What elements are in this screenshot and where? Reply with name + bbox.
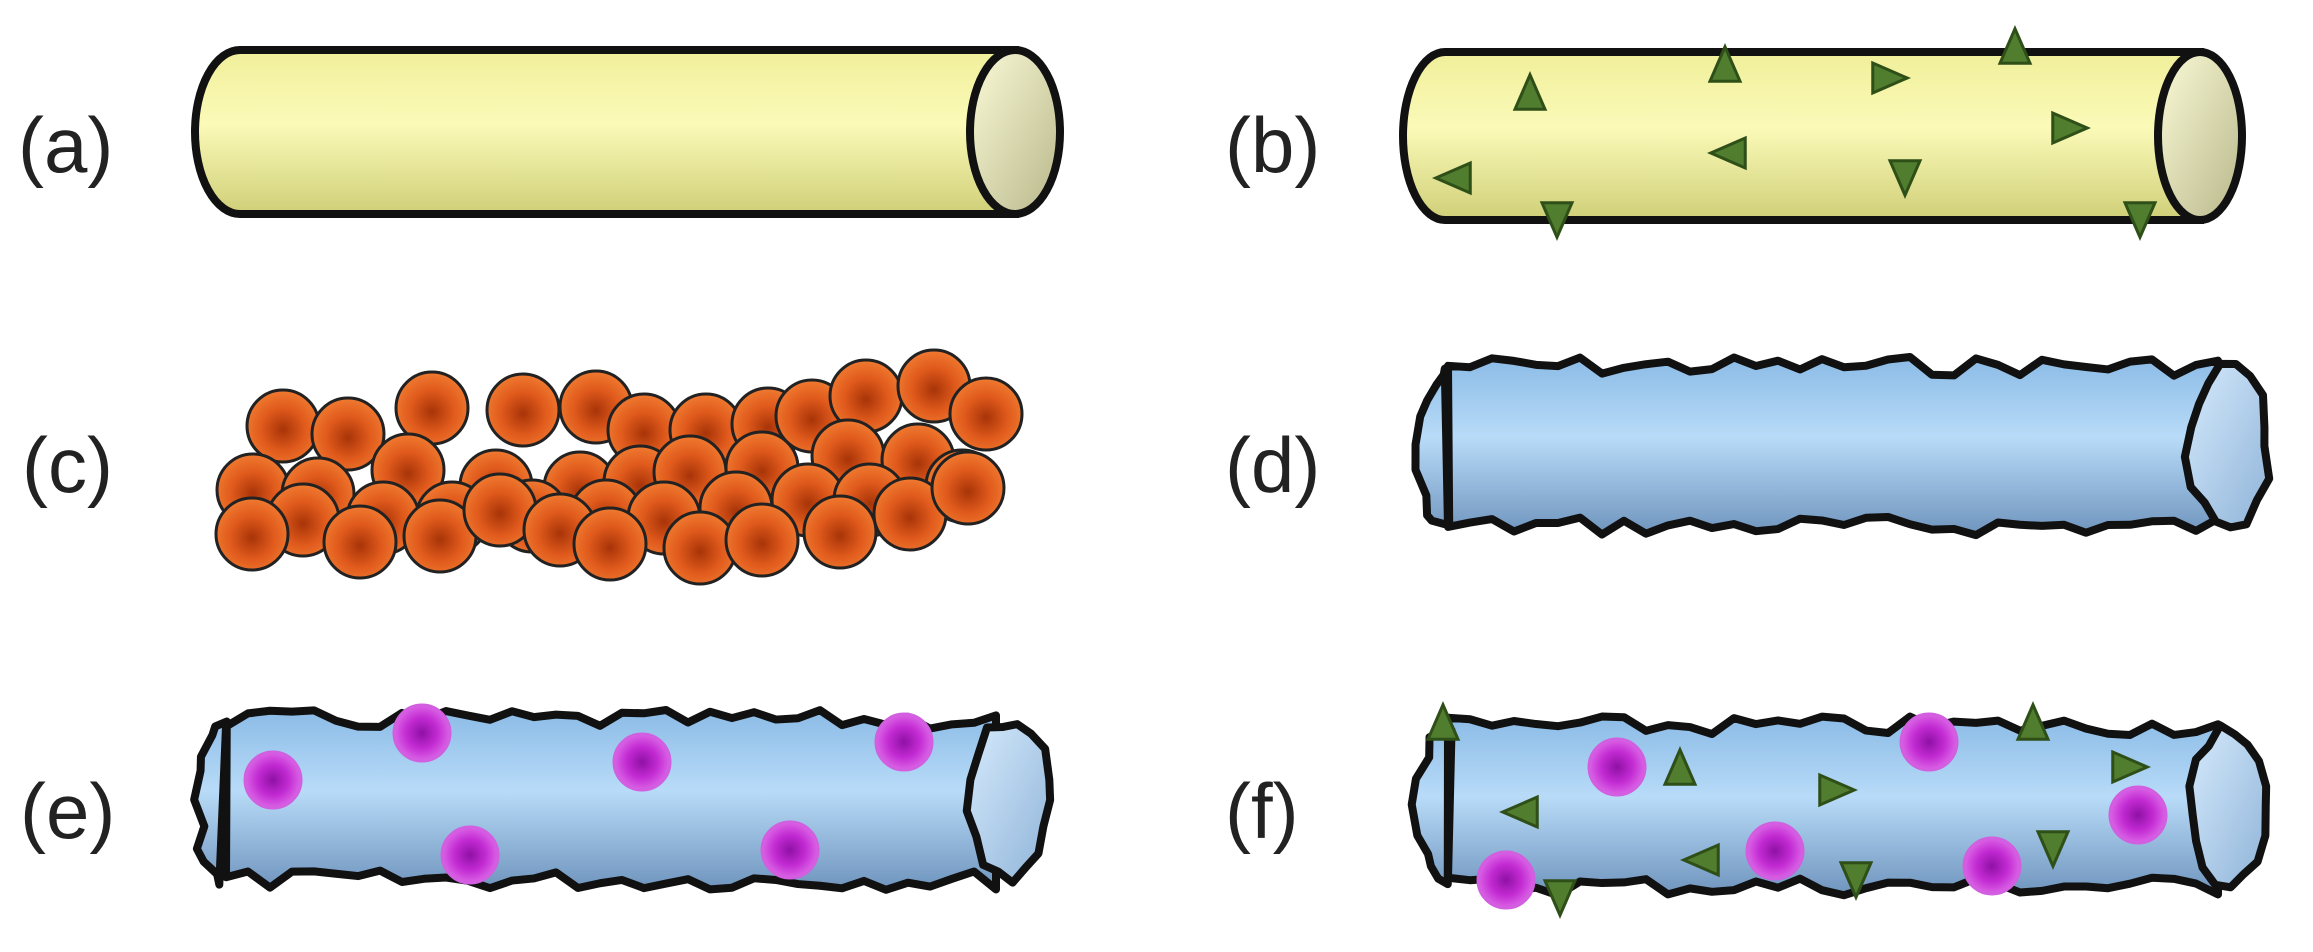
- triangle-marker: [1706, 135, 1747, 171]
- triangle-marker: [2015, 700, 2051, 741]
- sphere: [662, 510, 738, 586]
- panel-b-triangles: [1431, 24, 2158, 242]
- triangle-marker: [1542, 879, 1578, 920]
- tube-cap: [2185, 721, 2271, 892]
- panel-f-triangles: [1425, 700, 2152, 920]
- triangle-marker: [1707, 42, 1743, 83]
- panel-a-tube: [191, 46, 1064, 218]
- sphere: [322, 504, 398, 580]
- panel-f-particles: [1476, 712, 2168, 910]
- particle: [392, 703, 452, 763]
- triangle-marker: [2035, 830, 2071, 871]
- panel-d-rough-tube: [1411, 353, 2274, 540]
- triangle-marker: [1871, 60, 1912, 96]
- particle: [760, 820, 820, 880]
- panel-label-e: (e): [20, 767, 115, 855]
- panel-b-tube: [1399, 48, 2246, 224]
- triangle-marker: [1838, 861, 1874, 902]
- triangle-marker: [1818, 772, 1859, 808]
- triangle-marker: [1679, 842, 1720, 878]
- particle: [1587, 737, 1647, 797]
- particle: [1745, 821, 1805, 881]
- panel-label-c: (c): [22, 421, 113, 509]
- particle: [1962, 836, 2022, 896]
- triangle-marker: [1887, 159, 1923, 200]
- triangle-marker: [1498, 794, 1539, 830]
- triangle-marker: [2051, 110, 2092, 146]
- triangle-marker: [1662, 745, 1698, 786]
- particle: [1476, 850, 1536, 910]
- particle: [243, 750, 303, 810]
- sphere: [485, 372, 561, 448]
- triangle-marker: [1512, 70, 1548, 111]
- sphere: [310, 396, 386, 472]
- panel-e-particles: [243, 703, 934, 885]
- sphere: [930, 450, 1006, 526]
- panel-label-b: (b): [1225, 101, 1320, 189]
- sphere: [245, 388, 321, 464]
- particle: [612, 732, 672, 792]
- particle: [874, 712, 934, 772]
- sphere: [802, 494, 878, 570]
- particle: [1899, 712, 1959, 772]
- particle: [2108, 785, 2168, 845]
- panel-label-d: (d): [1225, 421, 1320, 509]
- panel-c-sphere-cluster: [214, 348, 1024, 586]
- triangle-marker: [2122, 201, 2158, 242]
- tube-body: [1411, 353, 2222, 540]
- panel-label-a: (a): [18, 101, 113, 189]
- sphere: [572, 506, 648, 582]
- panel-label-f: (f): [1225, 767, 1299, 855]
- triangle-marker: [1997, 24, 2033, 65]
- triangle-marker: [2111, 749, 2152, 785]
- triangle-marker: [1425, 700, 1461, 741]
- sphere: [948, 376, 1024, 452]
- sphere: [214, 496, 290, 572]
- tube-cap: [962, 720, 1055, 887]
- particle: [440, 825, 500, 885]
- triangle-marker: [1539, 201, 1575, 242]
- triangle-marker: [1431, 160, 1472, 196]
- tube-cap: [2180, 359, 2274, 532]
- sphere: [724, 502, 800, 578]
